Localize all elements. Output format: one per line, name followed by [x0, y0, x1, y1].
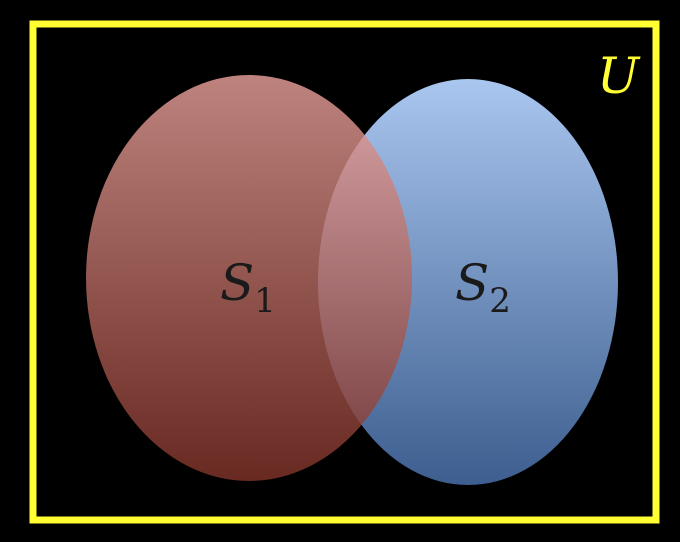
set-2-ellipse [318, 79, 618, 485]
universe-label: U [597, 47, 641, 105]
set-2-label: S2 [455, 254, 511, 321]
set-1-label: S1 [220, 254, 276, 321]
set-2-name: S [455, 254, 489, 312]
set-2-subscript: 2 [489, 281, 511, 321]
universe-border [29, 20, 660, 524]
set-1-subscript: 1 [254, 281, 276, 321]
set-1-ellipse [86, 75, 412, 481]
set-1-name: S [220, 254, 254, 312]
